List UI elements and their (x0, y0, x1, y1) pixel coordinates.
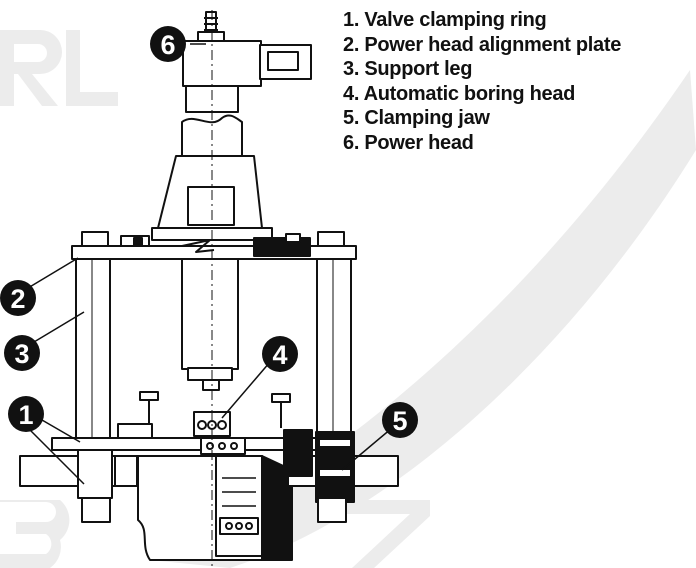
right-nut (317, 497, 347, 523)
callout-2-number: 2 (10, 284, 25, 314)
callout-1: 1 (8, 396, 44, 432)
power-head-arm-slot (267, 51, 299, 71)
legend-item-power-head: 6. Power head (343, 131, 474, 154)
central-column (181, 258, 239, 370)
watermark-digit-2 (340, 500, 430, 568)
callout-5-number: 5 (392, 406, 407, 436)
callout-2: 2 (0, 280, 36, 316)
callout-4: 4 (262, 336, 298, 372)
callout-1-badge (8, 396, 44, 432)
callout-6-badge (150, 26, 186, 62)
legend-item-clamping-jaw: 5. Clamping jaw (343, 107, 490, 129)
alignment-plate (71, 245, 357, 260)
callout-3-badge (4, 335, 40, 371)
callout-6-number: 6 (160, 30, 175, 60)
legend-item-automatic-boring-head: 4. Automatic boring head (343, 82, 576, 105)
support-leg-left (75, 258, 111, 442)
left-nut (81, 497, 111, 523)
callout-3: 3 (4, 335, 40, 371)
watermark-letter-r (0, 30, 62, 106)
legend-item-support-leg: 3. Support leg (343, 58, 473, 80)
housing-window (187, 186, 235, 226)
callout-5-badge (382, 402, 418, 438)
black-block (253, 237, 311, 257)
power-head-body (182, 40, 262, 87)
watermark (0, 30, 696, 568)
jaw-left (77, 449, 113, 499)
watermark-digit-1 (0, 500, 70, 568)
callout-4-badge (262, 336, 298, 372)
legend-item-power-head-alignment-plate: 2. Power head alignment plate (343, 33, 622, 56)
machine-drawing (19, 10, 399, 566)
right-bolt-head (317, 231, 345, 247)
callout-6: 6 (150, 26, 186, 62)
parts-legend: 1. Valve clamping ring 2. Power head ali… (343, 8, 621, 155)
callout-1-number: 1 (18, 400, 33, 430)
callout-4-number: 4 (272, 340, 287, 370)
callout-3-number: 3 (14, 339, 29, 369)
watermark-letter-l (66, 30, 118, 106)
callout-2-badge (0, 280, 36, 316)
callout-5: 5 (382, 402, 418, 438)
left-bolt-head (81, 231, 109, 247)
leader-lines (27, 43, 393, 485)
support-leg-right (316, 258, 352, 442)
legend-item-valve-clamping-ring: 1. Valve clamping ring (343, 9, 547, 31)
